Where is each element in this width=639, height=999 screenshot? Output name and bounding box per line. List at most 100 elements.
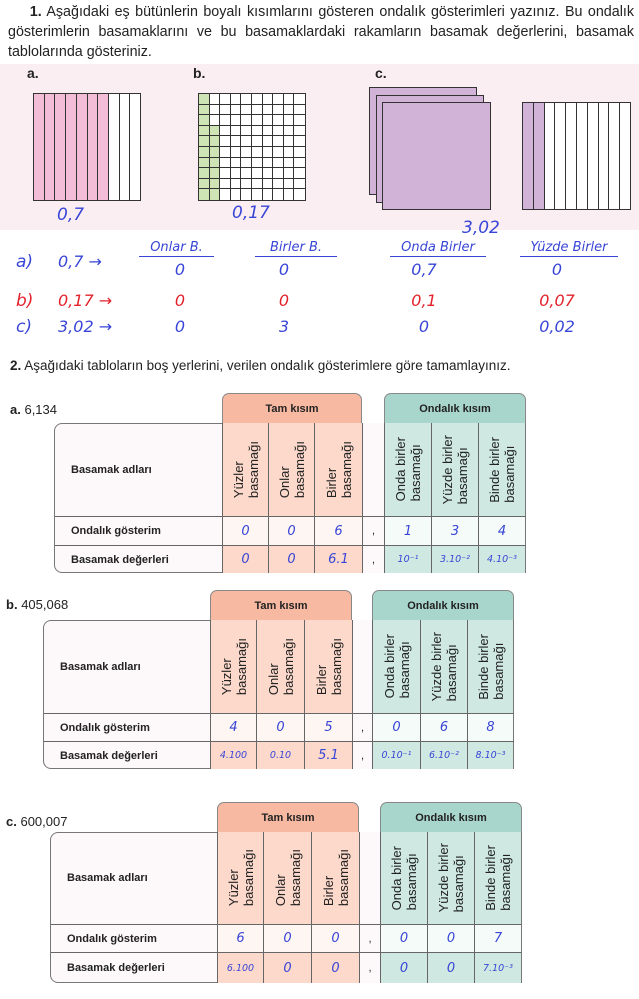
handwritten-value: 0 (287, 552, 296, 567)
handwritten-value: 4.10⁻³ (487, 554, 517, 565)
column-header-cell: Yüzler basamağı (222, 423, 268, 516)
figure-b-cell (230, 125, 242, 137)
handwritten-row-label: b) (16, 291, 34, 311)
tam-kisim-header: Tam kısım (210, 590, 352, 621)
value-cell: 0.10 (256, 741, 304, 769)
figure-b-answer: 0,17 (232, 203, 270, 223)
question-2-number: 2. (10, 358, 22, 373)
figure-b-cell (262, 147, 274, 158)
figure-b-cell (241, 125, 252, 137)
value-cell: 0 (427, 952, 474, 983)
digit-cell: 6 (314, 516, 362, 545)
figure-c-strip (587, 103, 599, 209)
table-2-title: c. 600,007 (6, 814, 67, 829)
handwritten-value: 0.10 (269, 750, 292, 761)
figure-b-cell (252, 168, 263, 179)
comma-cell: , (352, 713, 372, 741)
figure-b-label: b. (193, 65, 206, 81)
table-0-title: a. 6,134 (10, 402, 57, 417)
value-cell: 5.1 (304, 741, 352, 769)
figure-c-strip (555, 103, 567, 209)
figure-b-cell (283, 125, 295, 137)
question-2-instructions: Aşağıdaki tabloların boş yerlerini, veri… (24, 358, 511, 373)
figure-b-cell (294, 168, 305, 179)
figure-a-strip (76, 94, 88, 200)
value-cell: 4.10⁻³ (478, 545, 526, 573)
figure-b-cell (241, 94, 252, 105)
digit-cell: 0 (311, 924, 359, 952)
figure-b-cell (209, 157, 221, 169)
digit-cell: 0 (256, 713, 304, 741)
column-header-label: Birler basamağı (313, 637, 344, 696)
figure-b-cell (262, 189, 274, 200)
figure-b-cell (209, 125, 221, 137)
column-header-label: Birler basamağı (323, 440, 354, 499)
figure-b-cell (199, 147, 210, 158)
handwritten-header-yuzde-birler: Yüzde Birler (520, 240, 618, 257)
figure-b-cell (220, 147, 231, 158)
value-cell: 7.10⁻³ (474, 952, 522, 983)
column-header-cell: Onda birler basamağı (372, 620, 420, 713)
table-number: 405,068 (21, 597, 69, 612)
comma-cell: , (359, 952, 380, 983)
handwritten-value: 6.100 (226, 962, 255, 974)
handwritten-digit: 0 (399, 931, 409, 946)
figure-b-cell (241, 157, 252, 169)
digit-cell: 6 (420, 713, 467, 741)
figure-b-cell (283, 104, 295, 116)
figure-c-strip (598, 103, 610, 209)
handwritten-value: 3.10⁻² (440, 554, 470, 565)
figure-b-cell (220, 94, 231, 105)
table-number: 600,007 (20, 814, 68, 829)
row-label-basamak-degerleri: Basamak değerleri (44, 741, 210, 769)
figure-b-cell (294, 189, 305, 200)
value-cell: 10⁻¹ (384, 545, 431, 573)
value-cell: 0 (263, 952, 311, 983)
figure-b-cell (252, 94, 263, 105)
decimal-comma: , (360, 749, 365, 762)
figure-b-cell (283, 147, 295, 158)
comma-cell (352, 620, 372, 713)
column-header-cell: Onda birler basamağı (384, 423, 431, 516)
figure-a-answer: 0,7 (57, 205, 85, 225)
column-header-label: Onda birler basamağı (381, 634, 412, 699)
handwritten-value: 0.10⁻¹ (381, 750, 412, 761)
figure-b-cell (294, 104, 305, 116)
column-header-cell: Birler basamağı (304, 620, 352, 713)
figure-b-cell (283, 136, 295, 147)
figure-b-cell (241, 168, 252, 179)
figure-b-cell (230, 104, 242, 116)
tam-kisim-header: Tam kısım (217, 802, 359, 833)
figure-b-cell (283, 115, 295, 126)
figure-b-cell (252, 178, 263, 190)
figure-b-cell (199, 104, 210, 116)
handwritten-row-value: 3,02 → (58, 317, 113, 336)
figure-b-cell (294, 147, 305, 158)
row-label-ondalik-gosterim: Ondalık gösterim (55, 516, 222, 545)
column-header-cell: Binde birler basamağı (467, 620, 514, 713)
figure-b-cell (220, 136, 231, 147)
handwritten-digit: 4 (497, 523, 507, 539)
column-header-label: Binde birler basamağı (475, 633, 506, 700)
figure-b-cell (273, 125, 284, 137)
handwritten-value: 6.10⁻² (429, 750, 459, 761)
figure-c-strip (620, 103, 630, 209)
table-1-title: b. 405,068 (6, 597, 68, 612)
handwritten-value: 4.100 (219, 750, 248, 761)
figure-b-cell (241, 136, 252, 147)
digit-cell: 0 (372, 713, 420, 741)
question-1-text: 1. Aşağıdaki eş bütünlerin boyalı kısıml… (8, 2, 634, 62)
question-1-number: 1. (29, 4, 42, 20)
column-header-cell: Yüzler basamağı (217, 832, 263, 924)
figure-b-cell (199, 136, 210, 147)
handwritten-cell: 0 (174, 260, 186, 279)
handwritten-value: 0 (446, 960, 456, 976)
figure-b-cell (262, 136, 274, 147)
figure-b-cell (273, 157, 284, 169)
figure-b-cell (252, 136, 263, 147)
figure-b-cell (230, 115, 242, 126)
figure-b-cell (252, 125, 263, 137)
column-header-cell: Yüzler basamağı (210, 620, 256, 713)
handwritten-row-label: c) (16, 317, 32, 337)
figure-b-cell (230, 147, 242, 158)
